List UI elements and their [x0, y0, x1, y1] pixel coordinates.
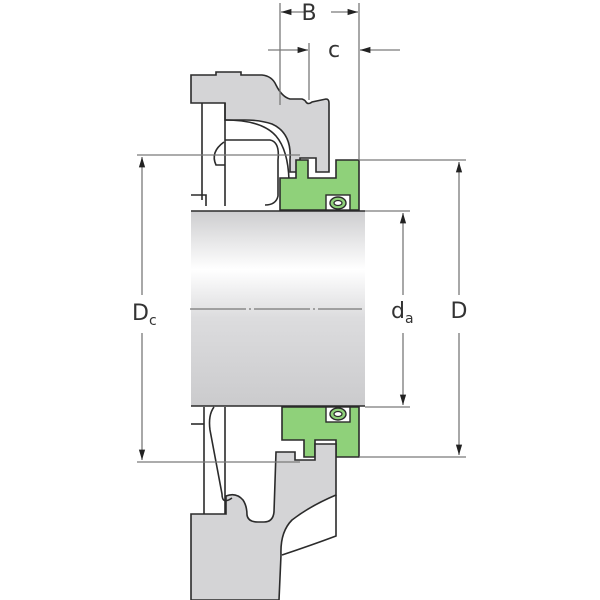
dimension-label-Dc-subscript: c: [149, 313, 157, 329]
dimension-label-Dc: Dc: [132, 301, 157, 329]
dimension-label-Dc-main: D: [132, 301, 149, 326]
lower-housing: [190, 406, 337, 600]
upper-housing: [190, 71, 330, 206]
dimension-label-da-main: d: [391, 299, 405, 324]
upper-seal-insert: [279, 159, 360, 211]
dimension-label-c: c: [328, 38, 340, 63]
dimension-label-da-subscript: a: [405, 311, 414, 327]
dimension-label-da: da: [391, 299, 414, 327]
dimension-label-D: D: [451, 299, 468, 324]
dimension-label-B: B: [301, 1, 316, 26]
lower-seal-insert: [281, 406, 360, 458]
dimension-lines: [137, 3, 466, 463]
shaft: [190, 210, 365, 407]
